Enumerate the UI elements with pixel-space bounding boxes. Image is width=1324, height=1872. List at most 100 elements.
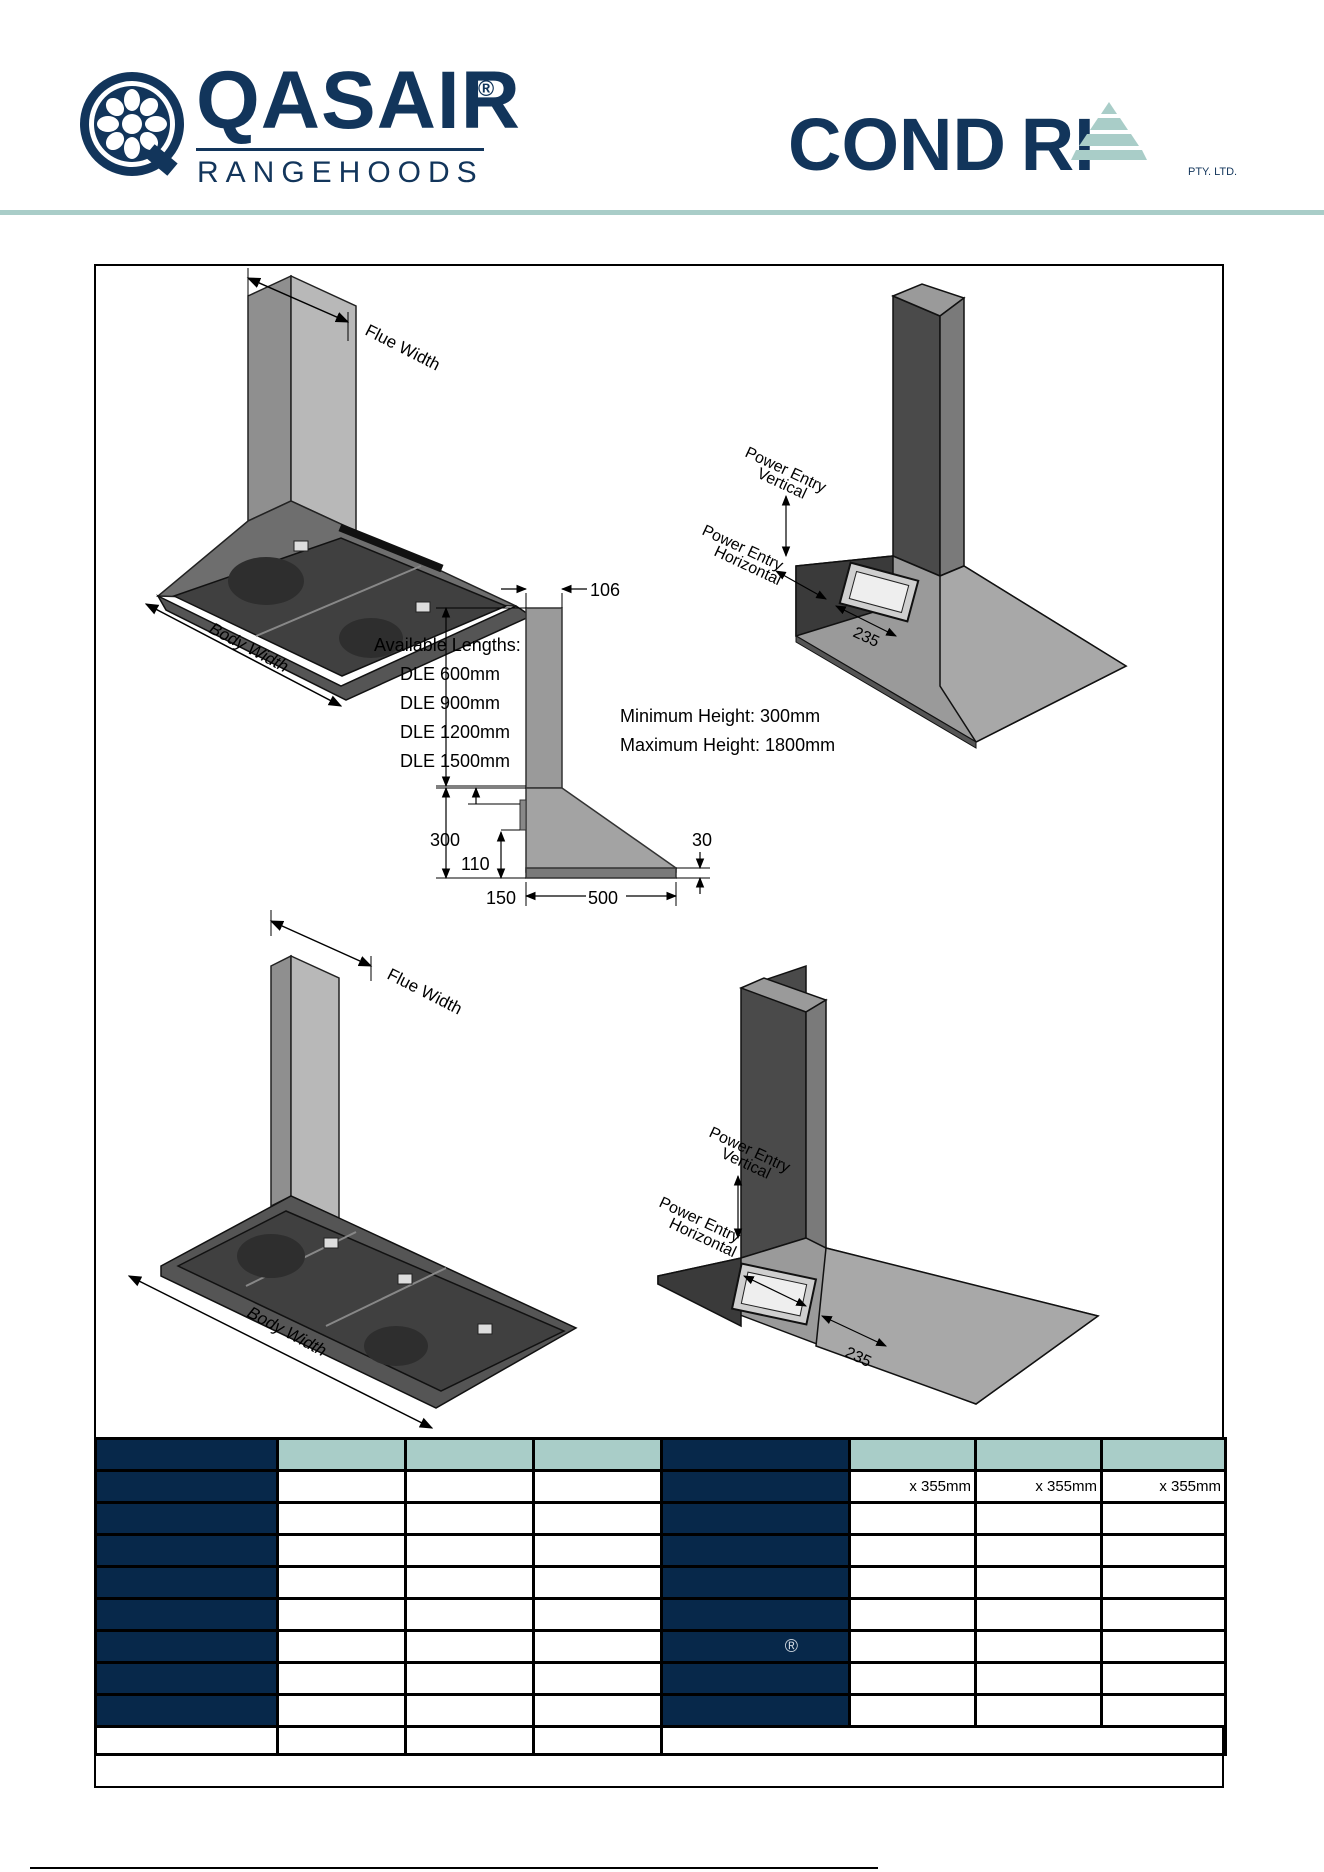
table-cell [276,1437,407,1472]
table-cell [848,1501,977,1536]
table-cell [1100,1661,1227,1696]
table-cell [276,1565,407,1600]
available-lengths-title: Available Lengths: [374,635,521,655]
table-cell: x 355mm [848,1469,977,1504]
table-cell [94,1661,279,1696]
table-cell [94,1437,279,1472]
table-cell [404,1565,535,1600]
table-cell [276,1501,407,1536]
table-cell [532,1565,663,1600]
table-cell [94,1597,279,1632]
table-cell [848,1565,977,1600]
table-cell [1100,1437,1227,1472]
table-cell [276,1533,407,1568]
page-header: QASAIR ® RANGEHOODS COND RI PTY. LTD. [0,0,1324,220]
table-cell [848,1629,977,1664]
table-cell [1100,1597,1227,1632]
table-row [94,1565,1227,1600]
table-cell [974,1533,1103,1568]
table-cell [1100,1693,1227,1728]
table-cell [660,1469,851,1504]
table-cell [848,1597,977,1632]
body-width-dimension-top [144,603,343,707]
footer-divider [30,1867,878,1869]
table-cell [848,1533,977,1568]
table-cell [848,1437,977,1472]
table-cell: x 355mm [1100,1469,1227,1504]
flue-width-dimension-bottom [269,920,373,967]
condari-pty-ltd: PTY. LTD. [1188,166,1238,178]
table-cell [1100,1533,1227,1568]
dim-500: 500 [588,888,618,908]
table-cell [94,1469,279,1504]
table-row [94,1661,1227,1696]
table-cell [974,1501,1103,1536]
dim-300: 300 [430,830,460,850]
flue-width-dimension-top [246,277,350,323]
hood-side-elevation [519,607,677,879]
table-row: x 355mm x 355mm x 355mm [94,1469,1227,1504]
table-cell [974,1437,1103,1472]
table-cell [848,1661,977,1696]
table-cell [660,1437,851,1472]
spec-table: x 355mm x 355mm x 355mm ® [94,1437,1227,1756]
table-cell [660,1661,851,1696]
table-row [94,1501,1227,1536]
table-cell [404,1629,535,1664]
table-cell [532,1437,663,1472]
minimum-height-label: Minimum Height: 300mm [620,706,820,726]
table-header-row [94,1437,1227,1472]
table-cell [1100,1565,1227,1600]
table-cell [276,1597,407,1632]
table-cell [532,1533,663,1568]
registered-mark-cell: ® [784,1636,798,1656]
registered-mark: ® [478,76,495,101]
table-cell [404,1661,535,1696]
table-cell: ® [660,1629,851,1664]
table-cell [276,1693,407,1728]
table-cell: x 355mm [974,1469,1103,1504]
table-cell [94,1565,279,1600]
table-cell [94,1629,279,1664]
table-cell [404,1725,535,1756]
table-cell [974,1597,1103,1632]
flue-width-label-top: Flue Width [362,321,443,375]
table-cell [660,1533,851,1568]
qasair-subtitle: RANGEHOODS [197,156,484,189]
available-length-2: DLE 900mm [400,693,500,713]
qasair-divider [196,148,484,151]
available-length-1: DLE 600mm [400,664,500,684]
dim-150: 150 [486,888,516,908]
dim-30: 30 [692,830,712,850]
dim-110: 110 [461,854,490,874]
table-cell [1100,1629,1227,1664]
table-cell [532,1693,663,1728]
table-cell [532,1661,663,1696]
body-width-dimension-bottom [127,1275,434,1429]
table-cell [94,1533,279,1568]
table-cell [404,1469,535,1504]
table-cell [848,1693,977,1728]
table-cell [660,1565,851,1600]
table-cell [974,1629,1103,1664]
table-cell [404,1501,535,1536]
technical-drawing: Flue Width Body Width Power Entry Vertic… [127,268,1128,1429]
table-cell [404,1693,535,1728]
table-cell [974,1693,1103,1728]
table-cell [660,1597,851,1632]
table-cell [404,1533,535,1568]
table-cell [404,1437,535,1472]
table-cell [94,1725,279,1756]
table-cell [94,1693,279,1728]
table-cell [404,1597,535,1632]
table-cell [660,1501,851,1536]
table-cell [974,1565,1103,1600]
available-length-3: DLE 1200mm [400,722,510,742]
table-cell [532,1629,663,1664]
table-cell [1100,1501,1227,1536]
table-cell [974,1661,1103,1696]
dim-106: 106 [590,580,620,600]
table-cell [660,1693,851,1728]
table-cell [660,1725,1227,1756]
table-row [94,1693,1227,1728]
